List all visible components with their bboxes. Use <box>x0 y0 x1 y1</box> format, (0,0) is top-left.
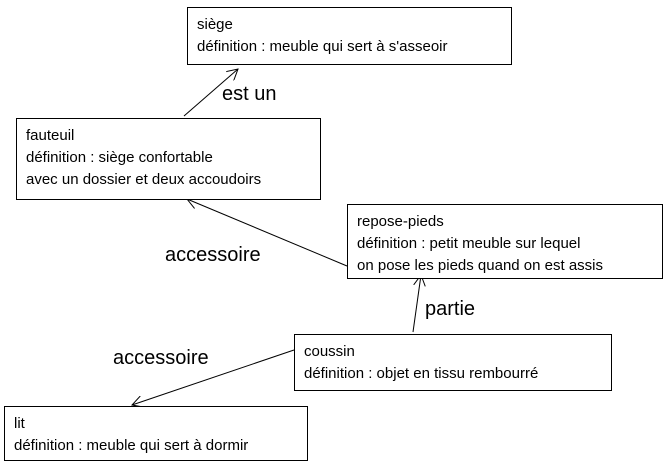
node-fauteuil-definition-line1: définition : siège confortable <box>26 149 213 166</box>
node-repose-pieds-definition-line1: définition : petit meuble sur lequel <box>357 235 581 252</box>
node-siege-name: siège <box>197 16 233 33</box>
node-coussin-name: coussin <box>304 343 355 360</box>
node-fauteuil: fauteuil définition : siège confortable … <box>16 118 321 200</box>
edge-fauteuil-siege <box>183 69 238 117</box>
node-coussin: coussin définition : objet en tissu remb… <box>294 334 612 391</box>
node-lit-definition: définition : meuble qui sert à dormir <box>14 437 249 454</box>
node-fauteuil-name: fauteuil <box>26 127 75 144</box>
relation-label-est-un: est un <box>222 83 277 105</box>
relation-label-accessoire-lit: accessoire <box>113 347 209 369</box>
node-siege: siège définition : meuble qui sert à s'a… <box>187 7 512 65</box>
node-fauteuil-definition-line2: avec un dossier et deux accoudoirs <box>26 171 262 188</box>
relation-label-accessoire-fauteuil: accessoire <box>165 244 261 266</box>
edge-repose-pieds-fauteuil <box>187 199 348 267</box>
node-repose-pieds-definition-line2: on pose les pieds quand on est assis <box>357 257 603 274</box>
node-repose-pieds: repose-pieds définition : petit meuble s… <box>347 204 663 279</box>
relation-label-partie: partie <box>425 298 476 320</box>
node-lit-name: lit <box>14 415 25 432</box>
node-coussin-definition: définition : objet en tissu rembourré <box>304 365 539 382</box>
node-lit: lit définition : meuble qui sert à dormi… <box>4 406 308 461</box>
node-siege-definition: définition : meuble qui sert à s'asseoir <box>197 38 448 55</box>
edge-coussin-repose-pieds <box>412 275 421 333</box>
node-repose-pieds-name: repose-pieds <box>357 213 444 230</box>
edge-coussin-lit <box>132 349 295 405</box>
